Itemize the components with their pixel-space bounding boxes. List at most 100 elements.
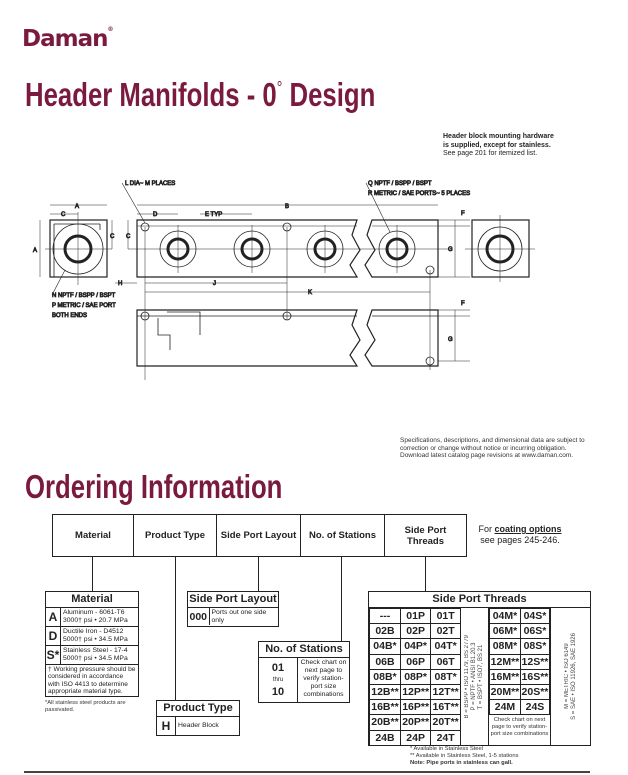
material-footnote: † Working pressure should be considered … bbox=[48, 666, 136, 695]
thread-code: 20P** bbox=[399, 714, 432, 731]
svg-text:F: F bbox=[461, 211, 465, 217]
thread-code: 16S** bbox=[519, 668, 551, 685]
thread-code: 04T* bbox=[430, 638, 461, 655]
thread-code: 20M** bbox=[489, 683, 521, 701]
svg-text:D: D bbox=[153, 212, 158, 218]
thread-code: 04B* bbox=[369, 638, 401, 655]
thread-row: 20B**20P**20T** bbox=[369, 714, 461, 731]
manifold-drawing: L DIA~ M PLACES A C A C C B D E TYP H J … bbox=[33, 181, 535, 380]
ordering-title: Ordering Information bbox=[25, 468, 283, 505]
thread-code: 02B bbox=[369, 623, 401, 640]
thread-code: 08S* bbox=[519, 638, 551, 655]
thread-row: 12M**12S** bbox=[489, 653, 551, 670]
connector bbox=[258, 557, 260, 591]
thread-row: 08M*08S* bbox=[489, 638, 551, 655]
thread-code: --- bbox=[369, 607, 401, 625]
thread-code: 02T bbox=[430, 623, 461, 640]
svg-text:A: A bbox=[75, 204, 79, 210]
field-product-type: Product Type bbox=[133, 514, 217, 557]
svg-text:B: B bbox=[285, 204, 289, 210]
thread-code: 01T bbox=[430, 607, 461, 625]
thread-row: 12B**12P**12T** bbox=[369, 683, 461, 701]
svg-text:L DIA~ M PLACES: L DIA~ M PLACES bbox=[125, 181, 175, 187]
thread-code: 06B bbox=[369, 653, 401, 670]
svg-text:J: J bbox=[213, 281, 216, 287]
svg-text:A: A bbox=[33, 248, 37, 254]
thread-code: 06T bbox=[430, 653, 461, 670]
stainless-note: *All stainless steel products are passiv… bbox=[45, 700, 126, 713]
thread-row: 04M*04S* bbox=[489, 607, 551, 625]
svg-text:N NPTF / BSPP / BSPT: N NPTF / BSPP / BSPT bbox=[52, 293, 116, 299]
thread-code: 12M** bbox=[489, 653, 521, 670]
thread-code: 06S* bbox=[519, 623, 551, 640]
thread-code: 16P** bbox=[399, 699, 432, 716]
field-side-port-layout: Side Port Layout bbox=[216, 514, 301, 557]
svg-text:C: C bbox=[61, 212, 66, 218]
thread-code: 24P bbox=[399, 729, 432, 746]
svg-text:Q NPTF / BSPP / BSPT: Q NPTF / BSPP / BSPT bbox=[368, 181, 432, 187]
thread-code: 12S** bbox=[519, 653, 551, 670]
svg-text:R METRIC / SAE PORTS~ 5 PLACE: R METRIC / SAE PORTS~ 5 PLACES bbox=[368, 191, 470, 197]
thread-code: 20T** bbox=[430, 714, 461, 731]
field-stations: No. of Stations bbox=[300, 514, 385, 557]
thread-code: 12P** bbox=[399, 683, 432, 701]
thread-code: 12T** bbox=[430, 683, 461, 701]
coating-options-link[interactable]: coating options bbox=[494, 524, 562, 534]
thread-code: 12B** bbox=[369, 683, 401, 701]
daman-logo: Daman® bbox=[22, 26, 114, 52]
svg-text:P METRIC / SAE PORT: P METRIC / SAE PORT bbox=[52, 303, 116, 309]
thread-code: 24B bbox=[369, 729, 401, 746]
thread-code: 16M** bbox=[489, 668, 521, 685]
connector bbox=[341, 557, 343, 641]
thread-code: 16T** bbox=[430, 699, 461, 716]
thread-code: 04P* bbox=[399, 638, 432, 655]
thread-code: 08B* bbox=[369, 668, 401, 685]
thread-code: 16B** bbox=[369, 699, 401, 716]
svg-text:G: G bbox=[448, 337, 453, 343]
thread-row: 08B*08P*08T* bbox=[369, 668, 461, 685]
thread-code: 08M* bbox=[489, 638, 521, 655]
svg-text:BOTH ENDS: BOTH ENDS bbox=[52, 313, 87, 319]
svg-text:G: G bbox=[448, 247, 453, 253]
thread-row: 04B*04P*04T* bbox=[369, 638, 461, 655]
page-title: Header Manifolds - 0° Design bbox=[25, 76, 376, 113]
thread-row: 20M**20S** bbox=[489, 683, 551, 701]
thread-code: 24S bbox=[519, 699, 551, 716]
svg-text:F: F bbox=[461, 301, 465, 307]
thread-code: 08P* bbox=[399, 668, 432, 685]
disclaimer: Specifications, descriptions, and dimens… bbox=[400, 437, 585, 460]
thread-code: 24M bbox=[489, 699, 521, 716]
thread-code: 20S** bbox=[519, 683, 551, 701]
threads-right-table: 04M*04S*06M*06S*08M*08S*12M**12S**16M**1… bbox=[489, 607, 551, 716]
thread-row: 06M*06S* bbox=[489, 623, 551, 640]
thread-code: 04M* bbox=[489, 607, 521, 625]
thread-code: 20B** bbox=[369, 714, 401, 731]
field-material: Material bbox=[52, 514, 134, 557]
svg-text:C: C bbox=[126, 234, 131, 240]
connector bbox=[92, 557, 94, 591]
svg-text:E TYP: E TYP bbox=[205, 212, 222, 218]
thread-code: 01P bbox=[399, 607, 432, 625]
thread-row: 16M**16S** bbox=[489, 668, 551, 685]
material-title: Material bbox=[46, 592, 138, 608]
thread-row: 16B**16P**16T** bbox=[369, 699, 461, 716]
svg-text:K: K bbox=[308, 290, 312, 296]
connector bbox=[175, 557, 177, 700]
thread-code: 08T* bbox=[430, 668, 461, 685]
threads-footnotes: * Available in Stainless Steel** Availab… bbox=[410, 746, 519, 766]
bottom-rule bbox=[24, 771, 590, 773]
